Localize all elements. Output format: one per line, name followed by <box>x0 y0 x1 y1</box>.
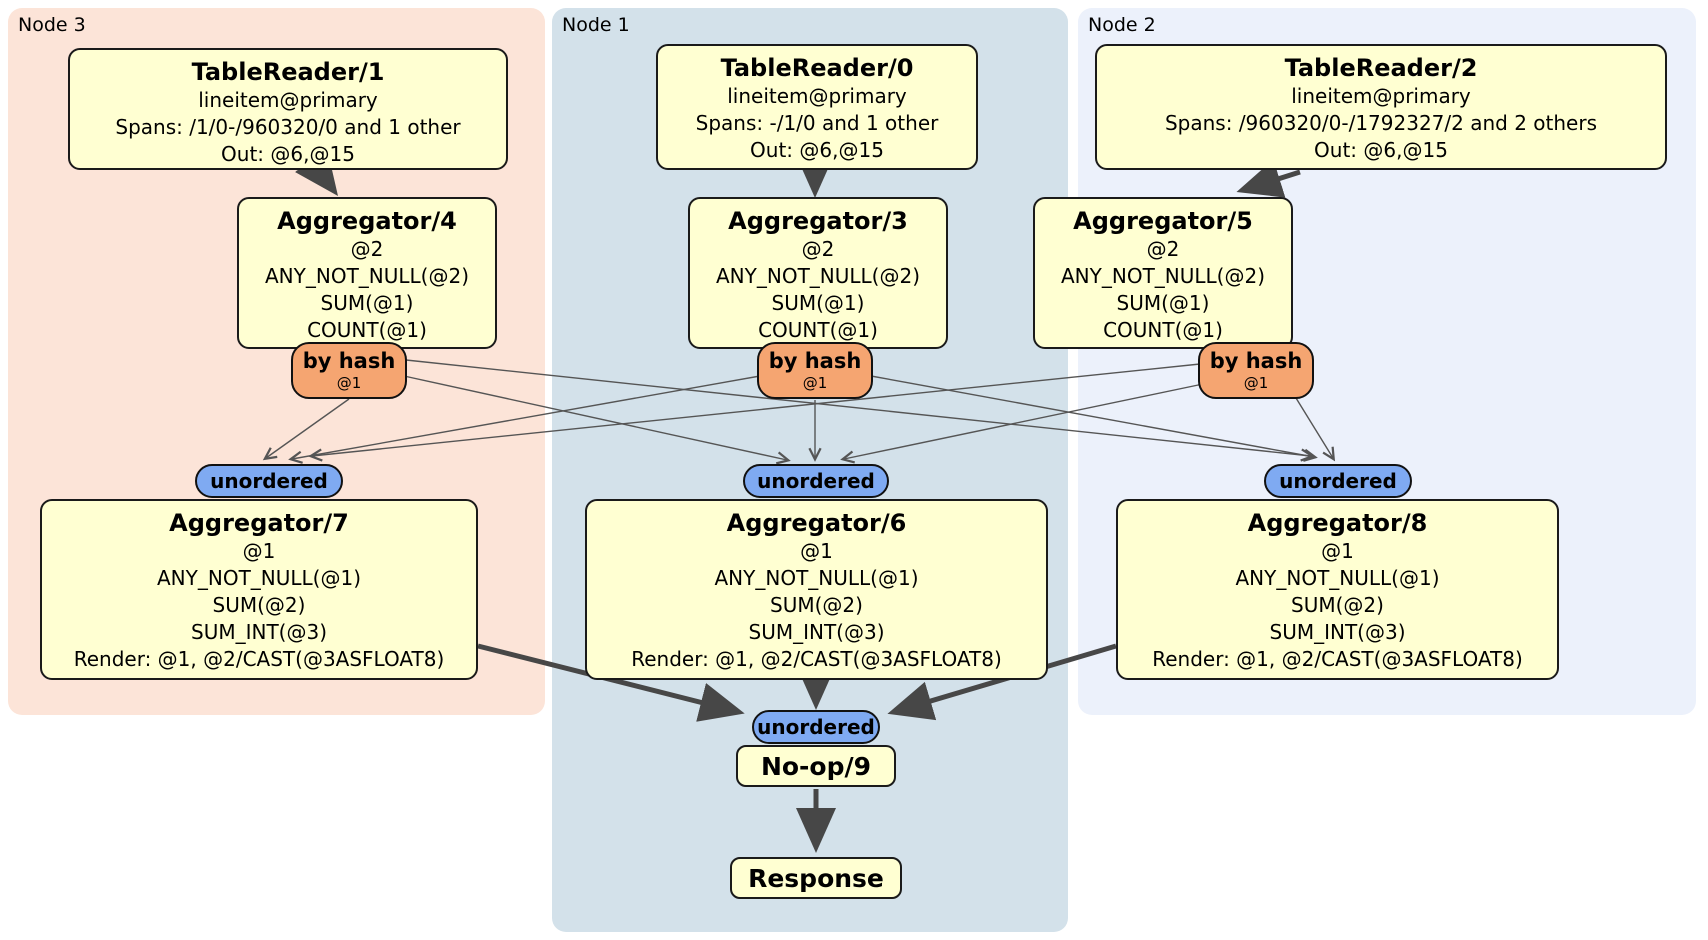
processor-aggregator4: Aggregator/4 @2 ANY_NOT_NULL(@2) SUM(@1)… <box>237 197 497 349</box>
region-node3-label: Node 3 <box>18 14 86 36</box>
edge-byhash1-unordered3 <box>288 375 761 464</box>
router-detail: @1 <box>802 374 828 392</box>
processor-line: Render: @1, @2/CAST(@3ASFLOAT8) <box>1152 647 1523 671</box>
processor-line: SUM(@1) <box>1116 291 1210 315</box>
processor-tablereader1: TableReader/1 lineitem@primary Spans: /1… <box>68 48 508 170</box>
sync-unordered-node2: unordered <box>1264 464 1412 498</box>
router-detail: @1 <box>336 374 362 392</box>
processor-aggregator8: Aggregator/8 @1 ANY_NOT_NULL(@1) SUM(@2)… <box>1116 499 1559 680</box>
processor-aggregator3: Aggregator/3 @2 ANY_NOT_NULL(@2) SUM(@1)… <box>688 197 948 349</box>
region-node2-label: Node 2 <box>1088 14 1156 36</box>
router-by-hash-node1: by hash @1 <box>757 342 873 399</box>
processor-line: @1 <box>242 539 276 563</box>
processor-line: @1 <box>1321 539 1354 563</box>
processor-line: COUNT(@1) <box>758 318 878 342</box>
edge-byhash3-unordered1 <box>403 375 791 465</box>
router-label: by hash <box>1209 349 1303 373</box>
processor-line: @1 <box>800 539 833 563</box>
edge-tablereader2-aggregator5 <box>1236 159 1301 198</box>
sync-unordered-final: unordered <box>752 710 880 744</box>
processor-title: Aggregator/5 <box>1073 207 1253 235</box>
processor-title: Aggregator/8 <box>1247 509 1428 537</box>
processor-line: ANY_NOT_NULL(@2) <box>1061 264 1265 288</box>
region-node1-label: Node 1 <box>562 14 630 36</box>
processor-line: SUM(@2) <box>212 593 306 617</box>
processor-line: Spans: /960320/0-/1792327/2 and 2 others <box>1164 111 1597 135</box>
edge-byhash2-unordered3 <box>308 363 1201 462</box>
processor-line: Out: @6,@15 <box>750 138 884 162</box>
processor-line: ANY_NOT_NULL(@1) <box>714 566 919 590</box>
processor-line: lineitem@primary <box>727 84 907 108</box>
processor-line: @2 <box>801 237 835 261</box>
processor-line: COUNT(@1) <box>1103 318 1223 342</box>
processor-title: TableReader/0 <box>720 54 914 82</box>
processor-line: COUNT(@1) <box>307 318 427 342</box>
router-mesh-edges <box>262 359 1336 465</box>
processor-line: ANY_NOT_NULL(@2) <box>716 264 920 288</box>
router-by-hash-node3: by hash @1 <box>291 342 407 399</box>
router-by-hash-node2: by hash @1 <box>1198 342 1314 399</box>
sync-unordered-node1: unordered <box>743 464 889 498</box>
processor-title: Aggregator/3 <box>728 207 908 235</box>
processor-title: TableReader/1 <box>191 58 385 86</box>
edge-byhash3-unordered3 <box>262 398 350 461</box>
processor-line: Spans: -/1/0 and 1 other <box>695 111 939 135</box>
processor-aggregator7: Aggregator/7 @1 ANY_NOT_NULL(@1) SUM(@2)… <box>40 499 478 680</box>
processor-line: SUM(@2) <box>1291 593 1384 617</box>
processor-title: Aggregator/4 <box>277 207 457 235</box>
response-node: Response <box>730 857 902 899</box>
router-detail: @1 <box>1243 374 1269 392</box>
edge-byhash1-unordered2 <box>870 375 1318 462</box>
processor-line: SUM_INT(@3) <box>191 620 327 644</box>
processor-title: Aggregator/7 <box>169 509 349 537</box>
processor-line: SUM(@2) <box>770 593 863 617</box>
processor-line: Render: @1, @2/CAST(@3ASFLOAT8) <box>631 647 1002 671</box>
processor-line: lineitem@primary <box>1291 84 1471 108</box>
edge-byhash2-unordered1 <box>840 383 1204 464</box>
processor-line: lineitem@primary <box>198 88 378 112</box>
processor-tablereader2: TableReader/2 lineitem@primary Spans: /9… <box>1095 44 1667 170</box>
processor-noop9: No-op/9 <box>736 745 896 787</box>
sync-unordered-node3: unordered <box>195 464 343 498</box>
processor-line: SUM_INT(@3) <box>748 620 885 644</box>
edge-byhash3-unordered2 <box>405 359 1315 462</box>
edge-byhash2-unordered2 <box>1295 397 1336 462</box>
processor-aggregator5: Aggregator/5 @2 ANY_NOT_NULL(@2) SUM(@1)… <box>1033 197 1293 349</box>
processor-line: ANY_NOT_NULL(@1) <box>1235 566 1440 590</box>
processor-line: ANY_NOT_NULL(@2) <box>265 264 469 288</box>
processor-title: TableReader/2 <box>1284 54 1478 82</box>
edge-tablereader1-aggregator4 <box>295 148 338 196</box>
router-label: by hash <box>768 349 862 373</box>
processor-line: SUM(@1) <box>771 291 865 315</box>
processor-line: @2 <box>350 237 384 261</box>
processor-line: SUM(@1) <box>320 291 414 315</box>
processor-aggregator6: Aggregator/6 @1 ANY_NOT_NULL(@1) SUM(@2)… <box>585 499 1048 680</box>
processor-line: @2 <box>1146 237 1180 261</box>
router-label: by hash <box>302 349 396 373</box>
processor-tablereader0: TableReader/0 lineitem@primary Spans: -/… <box>656 44 978 170</box>
processor-title: Aggregator/6 <box>726 509 907 537</box>
processor-line: Spans: /1/0-/960320/0 and 1 other <box>115 115 461 139</box>
processor-line: Out: @6,@15 <box>221 142 355 166</box>
processor-line: Out: @6,@15 <box>1314 138 1448 162</box>
processor-line: ANY_NOT_NULL(@1) <box>157 566 361 590</box>
processor-line: SUM_INT(@3) <box>1269 620 1406 644</box>
processor-line: Render: @1, @2/CAST(@3ASFLOAT8) <box>73 647 445 671</box>
